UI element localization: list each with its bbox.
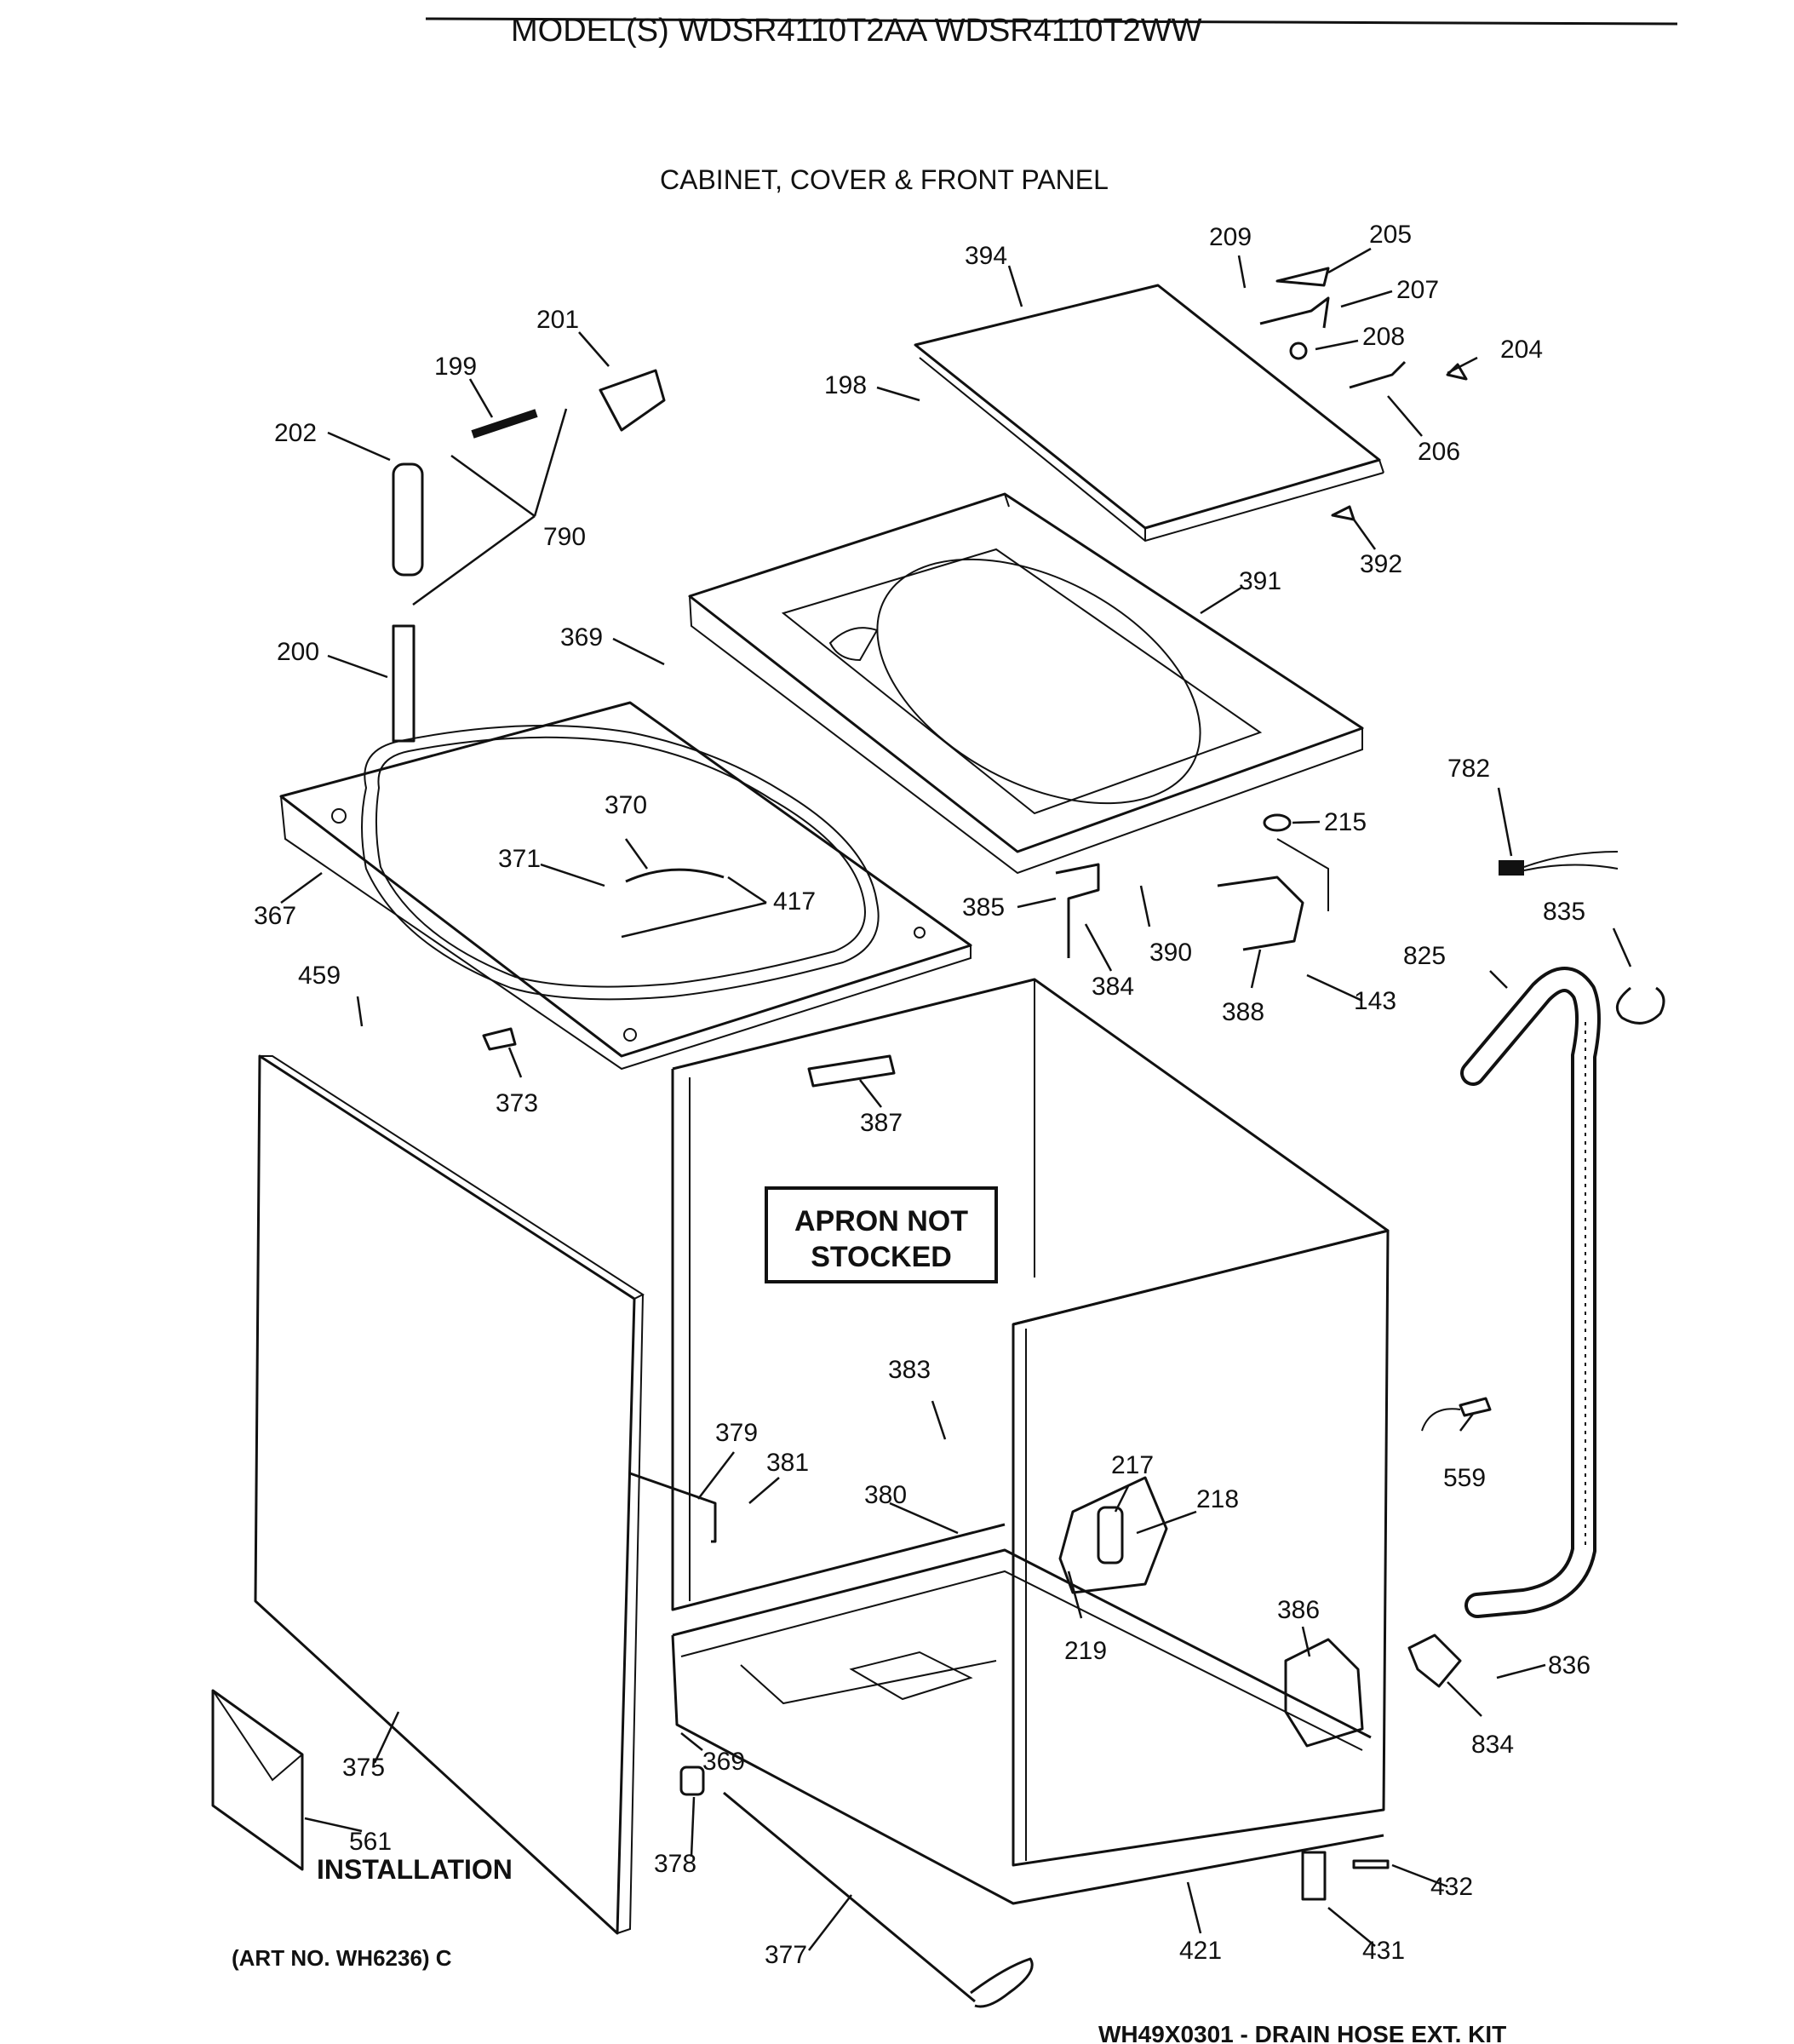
part-label-217: 217: [1111, 1451, 1154, 1479]
part-label-143: 143: [1354, 987, 1396, 1015]
part-label-201: 201: [536, 306, 579, 334]
drain-hose-kit-note: WH49X0301 - DRAIN HOSE EXT. KIT: [1098, 2021, 1506, 2044]
part-label-378: 378: [654, 1850, 696, 1878]
part-label-371: 371: [498, 845, 541, 873]
part-label-218: 218: [1196, 1485, 1239, 1513]
part-label-369-top: 369: [560, 623, 603, 652]
top-lid: [914, 284, 1384, 543]
apron-not-stocked-notice: APRON NOT STOCKED: [765, 1186, 998, 1283]
part-label-380: 380: [864, 1481, 907, 1509]
part-label-199: 199: [434, 353, 477, 381]
part-label-370: 370: [605, 791, 647, 819]
part-label-385: 385: [962, 893, 1005, 922]
part-label-367: 367: [254, 902, 296, 930]
part-label-202: 202: [274, 419, 317, 447]
part-label-834: 834: [1471, 1731, 1514, 1759]
part-label-206: 206: [1418, 438, 1460, 466]
part-label-835: 835: [1543, 898, 1585, 926]
part-label-790: 790: [543, 523, 586, 551]
part-label-836: 836: [1548, 1651, 1591, 1679]
wire-connector: [1499, 851, 1619, 876]
section-title: CABINET, COVER & FRONT PANEL: [660, 164, 1109, 195]
part-label-387: 387: [860, 1109, 903, 1137]
part-label-200: 200: [277, 638, 319, 666]
part-label-219: 219: [1064, 1637, 1107, 1665]
part-label-369-bottom: 369: [702, 1748, 745, 1776]
part-label-379: 379: [715, 1419, 758, 1447]
cabinet: [671, 978, 1390, 1905]
part-label-825: 825: [1403, 942, 1446, 970]
drain-hose: [1460, 967, 1601, 1618]
part-label-388: 388: [1222, 998, 1264, 1026]
part-label-384: 384: [1092, 973, 1134, 1001]
part-label-381: 381: [766, 1449, 809, 1477]
header-rule: [425, 17, 1678, 26]
front-panel: [254, 1054, 645, 1935]
part-label-377: 377: [765, 1941, 807, 1969]
model-title: MODEL(S) WDSR4110T2AA WDSR4110T2WW: [511, 13, 1202, 49]
part-label-390: 390: [1149, 939, 1192, 967]
main-top: [688, 492, 1364, 875]
hose-clamp: [1615, 986, 1665, 1025]
part-label-375: 375: [342, 1754, 385, 1782]
part-label-394: 394: [965, 242, 1007, 270]
part-label-198: 198: [824, 371, 867, 399]
installation-label: INSTALLATION: [317, 1854, 513, 1885]
part-label-391: 391: [1239, 567, 1281, 595]
part-label-392: 392: [1360, 550, 1402, 578]
part-label-782: 782: [1447, 755, 1490, 783]
notice-line-2: STOCKED: [811, 1241, 952, 1273]
part-label-559: 559: [1443, 1464, 1486, 1492]
top-frame: [279, 701, 972, 1071]
part-label-205: 205: [1369, 221, 1412, 249]
part-label-208: 208: [1362, 323, 1405, 351]
notice-line-1: APRON NOT: [794, 1205, 968, 1237]
part-label-561: 561: [349, 1828, 392, 1856]
part-label-432: 432: [1430, 1873, 1473, 1901]
art-number: (ART NO. WH6236) C: [232, 1945, 452, 1971]
part-label-386: 386: [1277, 1596, 1320, 1624]
installation-envelope: [211, 1689, 304, 1871]
part-label-215: 215: [1324, 808, 1367, 836]
part-label-459: 459: [298, 962, 341, 990]
part-label-209: 209: [1209, 223, 1252, 251]
leader-lines: [280, 247, 1632, 1951]
part-label-373: 373: [496, 1089, 538, 1117]
part-label-421: 421: [1179, 1937, 1222, 1965]
part-label-207: 207: [1396, 276, 1439, 304]
part-label-383: 383: [888, 1356, 931, 1384]
part-labels: 199 201 202 790 200 369 394 209 205 207 …: [254, 221, 1591, 1969]
part-label-417: 417: [773, 887, 816, 916]
part-label-204: 204: [1500, 336, 1543, 364]
part-label-431: 431: [1362, 1937, 1405, 1965]
